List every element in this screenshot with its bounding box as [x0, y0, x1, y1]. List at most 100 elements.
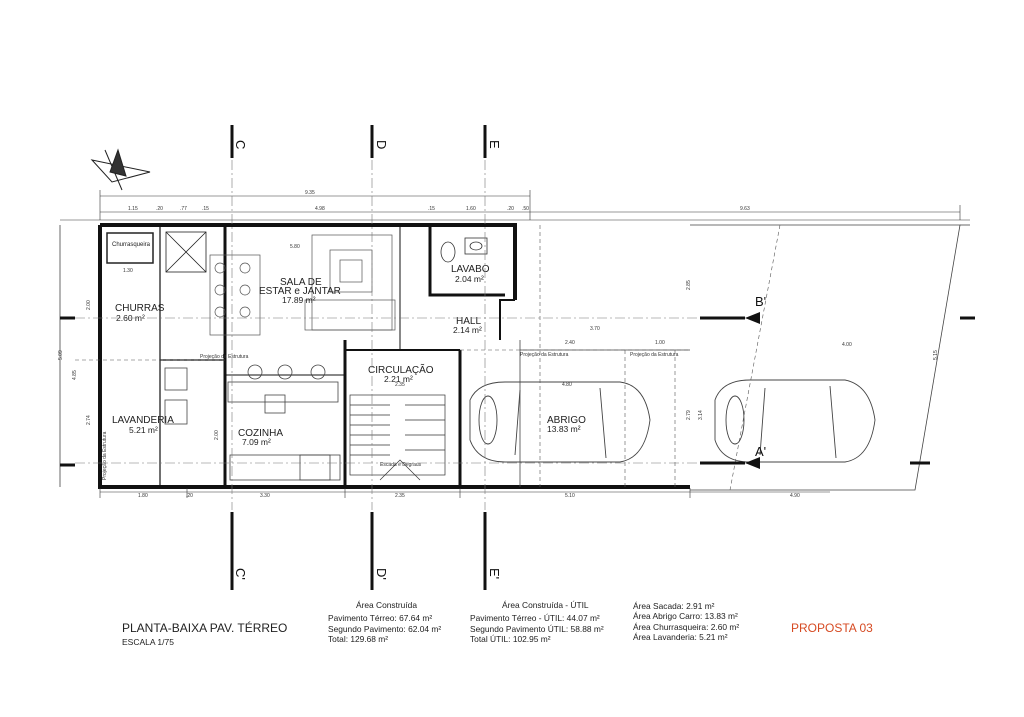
- room-abrigo-area: 13.83 m²: [547, 424, 581, 434]
- dim-d3: .77: [180, 206, 187, 212]
- room-circulacao-area: 2.21 m²: [384, 374, 413, 384]
- section-e2-label: E': [487, 568, 502, 579]
- room-hall-area: 2.14 m²: [453, 325, 482, 335]
- room-sala-name-2: ESTAR e JANTAR: [259, 286, 341, 297]
- area-util-line-3: Total ÚTIL: 102.95 m²: [470, 633, 551, 644]
- area-construida-line-2: Segundo Pavimento: 62.04 m²: [328, 623, 442, 634]
- car-abrigo-icon: [469, 381, 651, 463]
- area-construida-line-1: Pavimento Térreo: 67.64 m²: [328, 613, 433, 624]
- area-outras-block: Área Sacada: 2.91 m² Área Abrigo Carro: …: [633, 601, 739, 642]
- area-outras-line-4: Área Lavanderia: 5.21 m²: [633, 631, 728, 642]
- proposal-label: PROPOSTA 03: [791, 621, 873, 635]
- circulation-stair: [349, 394, 446, 481]
- stair-symbol: [165, 231, 207, 273]
- section-a2-label: A': [755, 444, 766, 459]
- kitchen-fixtures: [227, 364, 341, 481]
- dim-small3: 2.00: [214, 430, 220, 440]
- room-circulacao-name: CIRCULAÇÃO: [368, 363, 434, 376]
- note-projection-3: Projeção da Estrutura: [630, 352, 679, 358]
- section-d2-label: D': [374, 568, 389, 580]
- section-cut-lines: [75, 160, 700, 510]
- room-churras-name: CHURRAS: [115, 303, 165, 314]
- section-a-arrow-icon: [745, 457, 760, 469]
- room-hall-name: HALL: [456, 316, 481, 327]
- note-escada: Escada e Degraus: [380, 462, 422, 468]
- room-cozinha-area: 7.09 m²: [242, 437, 271, 447]
- section-d-label: D: [374, 140, 389, 149]
- dim-m2: 2.40: [565, 340, 575, 346]
- room-lavanderia-name: LAVANDERIA: [112, 415, 174, 426]
- area-construida-header: Área Construída: [356, 600, 417, 610]
- section-e-label: E: [487, 140, 502, 149]
- dim-small2: 5.80: [290, 244, 300, 250]
- car-right-icon: [714, 379, 876, 463]
- dim-d4: .15: [202, 206, 209, 212]
- section-c-label: C: [233, 140, 248, 149]
- lot-boundary: [59, 224, 970, 491]
- dim-m5: 4.80: [562, 382, 572, 388]
- dim-right-width: 9.63: [740, 206, 750, 212]
- dim-d7: 1.60: [466, 206, 476, 212]
- dim-m4: 4.00: [842, 342, 852, 348]
- churrasqueira-box-label: Churrasqueira: [112, 242, 151, 248]
- area-construida-block: Área Construída Pavimento Térreo: 67.64 …: [328, 600, 441, 644]
- dim-b4: 2.35: [395, 493, 405, 499]
- dim-m1: 3.70: [590, 326, 600, 332]
- laundry-fixtures: [164, 367, 188, 425]
- dim-d6: .15: [428, 206, 435, 212]
- lavabo-fixtures: [440, 237, 488, 263]
- section-b-arrow-icon: [745, 312, 760, 324]
- dim-v4: 2.00: [86, 300, 92, 310]
- drawing-scale: ESCALA 1/75: [122, 637, 174, 647]
- room-lavanderia-area: 5.21 m²: [129, 425, 158, 435]
- area-construida-line-3: Total: 129.68 m²: [328, 633, 389, 644]
- dim-b1: 1.80: [138, 493, 148, 499]
- sala-furniture: [209, 234, 396, 336]
- section-b2-label: B': [755, 294, 766, 309]
- room-lavabo-area: 2.04 m²: [455, 274, 484, 284]
- area-util-line-1: Pavimento Térreo - ÚTIL: 44.07 m²: [470, 613, 600, 624]
- area-outras-line-3: Área Churrasqueira: 2.60 m²: [633, 621, 740, 632]
- dim-d9: .50: [522, 206, 529, 212]
- dim-b5: 5.10: [565, 493, 575, 499]
- area-outras-line-1: Área Sacada: 2.91 m²: [633, 601, 715, 611]
- section-c2-label: C': [233, 568, 248, 580]
- room-abrigo-name: ABRIGO: [547, 415, 586, 426]
- structure-projection-lines: [75, 224, 781, 491]
- area-outras-line-2: Área Abrigo Carro: 13.83 m²: [633, 611, 738, 622]
- dim-b2: .20: [186, 493, 193, 499]
- dim-d5: 4.98: [315, 206, 325, 212]
- area-util-header: Área Construída - ÚTIL: [502, 600, 589, 610]
- dim-d2: .20: [156, 206, 163, 212]
- bottom-dimension-lines: [99, 488, 830, 498]
- dim-small1: 1.30: [123, 268, 133, 274]
- dim-small4: 2.35: [395, 382, 405, 388]
- room-lavabo-name: LAVABO: [451, 264, 490, 275]
- dim-d8: .20: [507, 206, 514, 212]
- note-projection-4: Projeção da Estrutura: [102, 431, 108, 480]
- dim-small6: 3.14: [698, 410, 704, 420]
- area-util-block: Área Construída - ÚTIL Pavimento Térreo …: [470, 600, 604, 644]
- dim-total-width: 9.35: [305, 190, 315, 196]
- room-sala-area: 17.89 m²: [282, 295, 316, 305]
- dim-b3: 3.30: [260, 493, 270, 499]
- dim-v6: 5.15: [933, 350, 939, 360]
- room-sala-name-1: SALA DE: [280, 277, 322, 288]
- dim-m3: 1.00: [655, 340, 665, 346]
- section-markers: [60, 125, 975, 590]
- churrasqueira-box: [106, 232, 154, 264]
- building-walls: [98, 223, 690, 489]
- dim-small5: 2.79: [686, 410, 692, 420]
- dim-v3: 2.74: [86, 415, 92, 425]
- top-dimension-lines: [60, 190, 970, 221]
- dim-b6: 4.90: [790, 493, 800, 499]
- dim-d1: 1.15: [128, 206, 138, 212]
- drawing-title: PLANTA-BAIXA PAV. TÉRREO: [122, 621, 288, 635]
- dim-v2: 4.85: [72, 370, 78, 380]
- note-projection-1: Projeção da Estrutura: [200, 354, 249, 360]
- north-arrow-icon: [90, 148, 151, 191]
- room-cozinha-name: COZINHA: [238, 428, 283, 439]
- note-projection-2: Projeção da Estrutura: [520, 352, 569, 358]
- area-util-line-2: Segundo Pavimento ÚTIL: 58.88 m²: [470, 623, 604, 634]
- dim-v1: 5.09: [58, 350, 64, 360]
